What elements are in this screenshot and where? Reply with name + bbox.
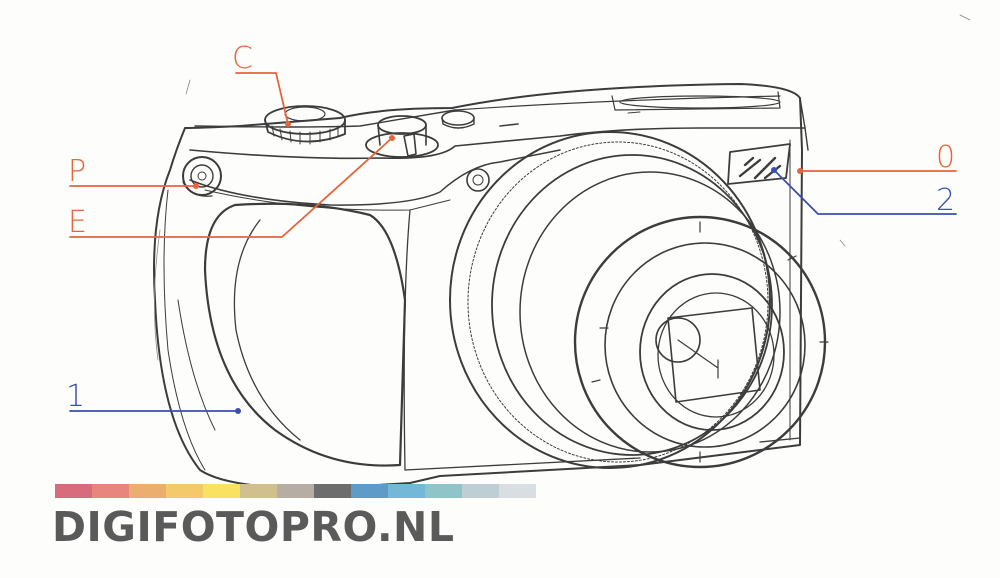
grip-crease (177, 299, 216, 431)
lens-knurled-ring (449, 131, 771, 469)
zoom-lever (403, 133, 417, 157)
label-zero: 0 (936, 140, 955, 175)
power-button-center (197, 171, 207, 181)
label-one: 1 (66, 379, 85, 414)
lens-tick-marks (591, 221, 829, 463)
palette-swatch (55, 484, 92, 498)
label-e: E (68, 205, 87, 240)
dot-two (771, 167, 777, 173)
palette-swatch (388, 484, 425, 498)
dot-zero (797, 168, 803, 174)
palette-swatch (92, 484, 129, 498)
hotshoe-box (611, 91, 781, 111)
grip-left-shading (163, 189, 206, 471)
top-button-1 (441, 110, 475, 126)
top-button-1-side (441, 117, 475, 129)
lens-center (655, 317, 701, 363)
top-plate-lower (189, 149, 561, 206)
lens-element-2 (657, 292, 775, 418)
label-p: P (68, 154, 86, 189)
label-two: 2 (936, 183, 955, 218)
body-top-edge (194, 109, 456, 128)
dot-one (235, 408, 241, 414)
flash-window (727, 143, 791, 185)
power-button-inner (190, 164, 214, 188)
top-slot (499, 123, 519, 127)
shutter-body (377, 124, 427, 146)
palette-swatch (240, 484, 277, 498)
grip-inner-curve (233, 219, 301, 441)
power-button-collar (182, 181, 213, 197)
color-palette-bar (55, 484, 536, 498)
palette-swatch (351, 484, 388, 498)
top-plate-chamfer (204, 189, 451, 211)
label-c: C (232, 41, 253, 76)
right-side-edge (799, 97, 809, 151)
palette-swatch (203, 484, 240, 498)
palette-swatch (166, 484, 203, 498)
power-button (182, 156, 222, 196)
mode-dial-side (264, 119, 346, 143)
front-face-bottom (404, 437, 801, 471)
flash-logo-mark (738, 156, 782, 180)
lens-aperture (667, 307, 761, 403)
dot-p (193, 183, 199, 189)
camera-body-outline (153, 83, 803, 490)
lens-ring-2 (491, 154, 773, 456)
leader-two (773, 169, 957, 215)
palette-swatch (425, 484, 462, 498)
lens-ring-3 (519, 171, 781, 453)
mode-dial-ridges (271, 125, 339, 145)
palette-swatch (462, 484, 499, 498)
brand-watermark: DIGIFOTOPRO.NL (52, 503, 455, 551)
construction-line-1 (185, 14, 971, 247)
front-face-left (403, 209, 411, 471)
lens-element-1 (639, 273, 785, 431)
dot-e (389, 135, 395, 141)
dot-c (285, 121, 291, 127)
palette-swatch (499, 484, 536, 498)
grip-outline (203, 202, 407, 467)
body-top-plate-front (189, 127, 806, 160)
lens-axis (677, 339, 719, 379)
af-assist-lamp (466, 168, 490, 192)
palette-swatch (129, 484, 166, 498)
palette-swatch (314, 484, 351, 498)
construction-line-2 (154, 229, 161, 361)
body-top-rear (454, 95, 781, 111)
hotshoe-panel (619, 95, 781, 109)
leader-e (69, 137, 393, 238)
mode-dial-cap (284, 106, 326, 122)
lens-front-inner (604, 242, 806, 448)
palette-swatch (277, 484, 314, 498)
shutter-ring (365, 132, 439, 158)
af-assist-lamp-inner (472, 174, 484, 186)
top-rear-dash (627, 111, 641, 114)
leader-c (235, 72, 289, 125)
